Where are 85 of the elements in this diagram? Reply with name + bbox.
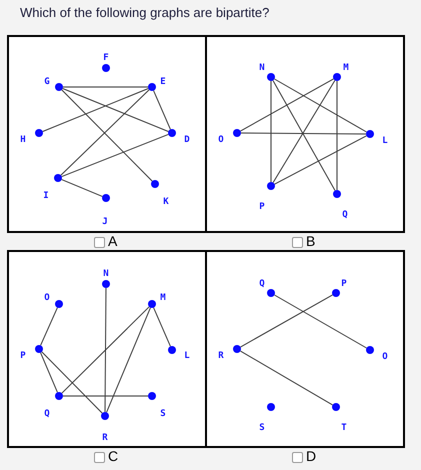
vertex-label: R [102,433,108,443]
vertex-label: P [341,279,347,289]
graph-edge [62,88,169,132]
vertex-label: O [44,293,50,303]
vertex-label: E [160,77,166,87]
graph-edge [274,294,368,348]
graph-edge [40,307,58,346]
option-label: B [306,234,316,249]
vertex-label: M [343,63,349,73]
vertex-label: D [184,135,190,145]
vertex-label: S [160,409,166,419]
vertex-dot [35,129,43,137]
vertex-dot [233,129,241,137]
vertex-dot [267,289,275,297]
vertex-dot [148,300,156,308]
vertex-label: R [218,351,224,361]
graph-edge [274,78,368,132]
vertex-dot [35,345,43,353]
graph-edge [240,350,334,406]
vertex-label: T [341,423,347,433]
vertex-dot [102,194,110,202]
vertex-label: F [103,53,109,63]
vertex-dot [102,64,110,72]
graph-panel [205,250,405,448]
graph-edge [270,80,272,182]
graph-edge [240,294,334,348]
vertex-dot [366,130,374,138]
vertex-label: L [382,136,388,146]
graph-edge [41,351,103,414]
graph-edge [62,86,148,88]
vertex-dot [333,73,341,81]
vertex-label: H [20,135,26,145]
graph-edge [240,78,334,132]
vertex-label: N [103,269,109,279]
vertex-dot [55,83,63,91]
vertex-label: O [382,352,388,362]
vertex-dot [148,83,156,91]
vertex-dot [168,346,176,354]
vertex-label: Q [259,279,265,289]
vertex-label: N [259,63,265,73]
question-text: Which of the following graphs are bipartite? [20,5,270,21]
vertex-dot [101,412,109,420]
graph-panel [7,250,205,448]
vertex-dot [55,392,63,400]
graph-edge [61,134,169,178]
graph-edge [153,90,171,130]
graph-edge [104,288,106,412]
option-label: C [108,449,118,464]
graph-edge [336,80,338,190]
vertex-label: P [259,202,265,212]
vertex-dot [333,190,341,198]
graph-edge [106,307,151,413]
vertex-label: O [218,135,224,145]
vertex-label: P [20,351,26,361]
vertex-label: M [160,293,166,303]
vertex-label: Q [44,409,50,419]
vertex-dot [332,289,340,297]
vertex-dot [168,129,176,137]
vertex-dot [55,300,63,308]
graph-edge [240,132,366,134]
vertex-label: K [163,197,169,207]
vertex-dot [151,180,159,188]
vertex-label: S [259,423,265,433]
option-label: D [306,449,316,464]
graph-edge [61,306,150,394]
vertex-dot [102,280,110,288]
graph-edge [40,352,58,393]
vertex-label: J [102,217,108,227]
vertex-dot [366,346,374,354]
vertex-label: G [44,77,50,87]
vertex-dot [233,345,241,353]
graph-panel [205,35,405,233]
vertex-label: I [43,191,49,201]
graph-edge [274,135,367,185]
vertex-dot [54,174,62,182]
graph-edge [61,179,103,197]
vertex-dot [332,403,340,411]
vertex-dot [267,403,275,411]
vertex-label: Q [342,210,348,220]
vertex-dot [267,182,275,190]
graph-edge [42,88,149,132]
graph-edge [153,307,171,347]
vertex-dot [267,73,275,81]
vertex-dot [148,392,156,400]
vertex-label: L [184,351,190,361]
